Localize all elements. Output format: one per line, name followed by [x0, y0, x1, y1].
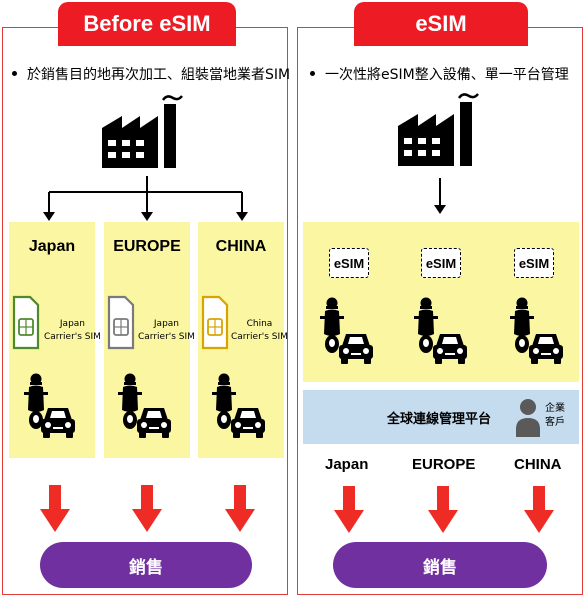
- sim-label-line: Carrier's SIM: [138, 332, 195, 342]
- car-icon: [41, 408, 75, 438]
- person-icon: [516, 399, 540, 437]
- user-label-line: 客戶: [545, 417, 565, 428]
- car-icon: [529, 334, 563, 364]
- region-label-europe: EUROPE: [412, 456, 476, 473]
- user-label-line: 企業: [545, 403, 565, 414]
- bullet-text: 於銷售目的地再次加工、組裝當地業者SIM: [27, 67, 291, 83]
- region-label-china: CHINA: [215, 238, 267, 255]
- connectivity-platform-bar: 全球連線管理平台 企業客戶: [303, 390, 579, 444]
- sim-label-line: China: [246, 319, 273, 329]
- before-esim-bullet: 於銷售目的地再次加工、組裝當地業者SIM: [12, 64, 290, 84]
- region-label-china: CHINA: [514, 456, 562, 473]
- region-label-japan: Japan: [325, 456, 369, 473]
- sim-label-line: Japan: [59, 319, 86, 329]
- sim-card-icon: [107, 295, 135, 350]
- sim-label-line: Carrier's SIM: [231, 332, 288, 342]
- sim-card-icon: [12, 295, 40, 350]
- enterprise-customer-label: 企業客戶: [545, 402, 565, 430]
- before-esim-title: Before eSIM: [58, 2, 236, 46]
- sales-pill: 銷售: [40, 542, 252, 588]
- factory-icon: [398, 93, 479, 166]
- car-icon: [231, 408, 265, 438]
- bullet-dot: [310, 70, 315, 76]
- sales-pill: 銷售: [333, 542, 547, 588]
- bullet-text: 一次性將eSIM整入設備、單一平台管理: [325, 67, 569, 83]
- platform-label: 全球連線管理平台: [387, 412, 492, 427]
- car-icon: [137, 408, 171, 438]
- esim-chip-icon: eSIM: [514, 248, 554, 278]
- region-label-japan: Japan: [28, 238, 76, 255]
- sim-label-line: Japan: [153, 319, 180, 329]
- bullet-dot: [12, 70, 17, 76]
- factory-icon: [102, 95, 183, 168]
- car-icon: [433, 334, 467, 364]
- esim-chip-icon: eSIM: [329, 248, 369, 278]
- esim-bullet: 一次性將eSIM整入設備、單一平台管理: [310, 64, 569, 84]
- sim-card-icon: [201, 295, 229, 350]
- region-label-europe: EUROPE: [113, 238, 181, 255]
- sim-label-line: Carrier's SIM: [44, 332, 101, 342]
- esim-chip-icon: eSIM: [421, 248, 461, 278]
- esim-title: eSIM: [354, 2, 528, 46]
- car-icon: [339, 334, 373, 364]
